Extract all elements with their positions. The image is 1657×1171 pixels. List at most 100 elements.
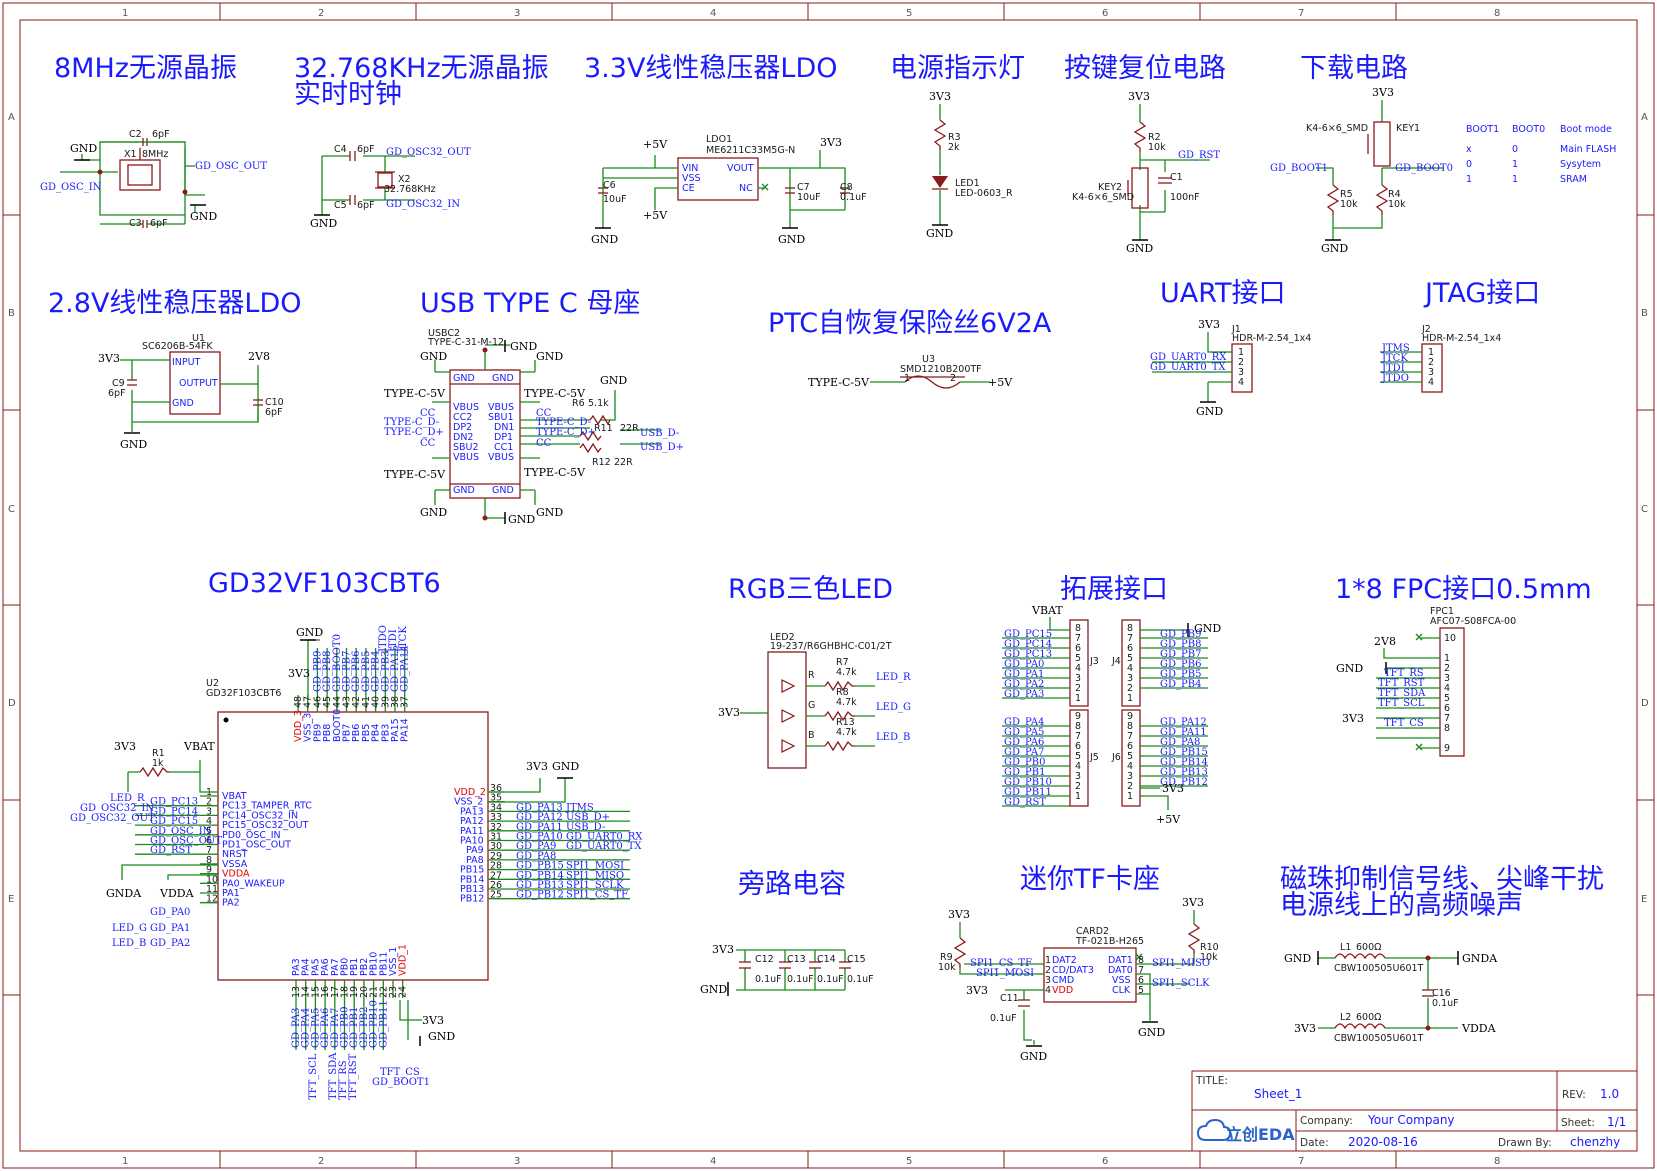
mcu-gnd-right: GND: [552, 760, 579, 773]
usbc-circuit: USBC2 TYPE-C-31-M-12 GND GND GND GND GND…: [384, 328, 684, 526]
ldo33-c7-value: 10uF: [797, 192, 821, 203]
mcu-pin-net: GD_PA7: [330, 1008, 341, 1048]
tb-sheet: 1/1: [1607, 1115, 1626, 1129]
title-reset: 按键复位电路: [1064, 53, 1226, 84]
mcu-3v3-right: 3V3: [526, 760, 548, 773]
exp-net: GD_PB8: [1160, 639, 1201, 650]
osc32-x2-value: 32.768KHz: [384, 184, 436, 195]
exp-pin-num: 7: [1127, 633, 1133, 644]
usbc-r12: R12: [592, 457, 611, 468]
rgb-r7-value: 4.7k: [836, 667, 857, 678]
usbc-l-cc2: CC2: [453, 412, 472, 423]
title-power-led: 电源指示灯: [890, 53, 1025, 84]
tf-pin-cmd: CMD: [1052, 975, 1074, 986]
col-7: 7: [1298, 8, 1304, 19]
ptc-circuit: U3 SMD1210B200TF 1 2 TYPE-C-5V +5V: [808, 354, 1013, 389]
exp-pin-num: 6: [1127, 741, 1133, 752]
fpc-3v3: 3V3: [1342, 712, 1364, 725]
usbc-l-gnd-bottom: GND: [453, 485, 475, 496]
mcu-pin-num: 7: [206, 845, 212, 856]
bead-c16-value: 0.1uF: [1432, 998, 1459, 1009]
mcu-vbat: VBAT: [183, 740, 215, 753]
mcu-pin-net: GD_PB12: [516, 890, 564, 901]
mcu-far-jtck: JTCK: [398, 626, 409, 653]
mcu-pin-name: VDD_3: [293, 710, 304, 742]
reset-c1: C1: [1170, 172, 1183, 183]
jtag-pin-1: 1: [1428, 347, 1434, 358]
exp-j4: J4: [1111, 656, 1121, 667]
reset-gnd: GND: [1126, 242, 1153, 255]
mcu-pin-name: PC14_OSC32_IN: [222, 810, 298, 821]
exp-pin-num: 7: [1075, 731, 1081, 742]
ldo33-part: ME6211C33M5G-N: [706, 145, 795, 156]
exp-pin-num: 2: [1127, 683, 1133, 694]
jtag-pin-2: 2: [1428, 357, 1434, 368]
rgb-r7: R7: [836, 657, 849, 668]
mcu-pin-net: GD_PB1: [349, 1007, 360, 1048]
ldo33-c6: C6: [603, 180, 616, 191]
exp-pin-num: 9: [1127, 711, 1133, 722]
mcu-pin-name: PA13: [460, 806, 484, 817]
tf-pin-clk: CLK: [1112, 985, 1131, 996]
mcu-pin-net: GD_PC14: [150, 806, 198, 817]
ldo28-ref: U1: [192, 333, 205, 344]
usbc-5v-2: TYPE-C-5V: [524, 387, 586, 400]
mcu-pin-num: 17: [330, 986, 341, 998]
mcu-pin-name: PB12: [460, 894, 484, 905]
exp-net: GD_PA12: [1160, 717, 1207, 728]
usbc-net-cc-right: CC: [536, 408, 552, 419]
usbc-l-dn2: DN2: [453, 432, 473, 443]
usbc-gnd-top: GND: [510, 340, 537, 353]
osc32-c5: C5: [334, 200, 347, 211]
tf-net-mosi: SPI1_MOSI: [976, 968, 1034, 979]
rgb-ch-g: G: [808, 700, 815, 711]
ldo28-c10: C10: [265, 397, 284, 408]
uart-part: HDR-M-2.54_1x4: [1232, 333, 1311, 344]
reset-r2-value: 10k: [1148, 142, 1166, 153]
mcu-pin-name: PB8: [322, 724, 333, 742]
ldo28-c9-value: 6pF: [108, 388, 126, 399]
exp-net: GD_PB5: [1160, 669, 1201, 680]
exp-net: GD_PB9: [1160, 629, 1201, 640]
mcu-pin-num: 18: [340, 986, 351, 998]
usbc-l-gnd-top: GND: [453, 373, 475, 384]
mcu-pin-num: 12: [206, 894, 218, 905]
bead-l1-value: 600Ω: [1356, 942, 1381, 953]
rgb-ref: LED2: [770, 632, 795, 643]
exp-pin-num: 4: [1127, 761, 1133, 772]
mcu-pin-num: 2: [206, 797, 212, 808]
mcu-pin-name: PB3: [380, 724, 391, 742]
mcu-pin-num: 11: [206, 884, 218, 895]
title-usbc: USB TYPE C 母座: [420, 288, 640, 319]
download-key1-value: K4-6×6_SMD: [1306, 123, 1368, 134]
pled-led1-value: LED-0603_R: [955, 188, 1013, 199]
fpc-pin-8: 8: [1444, 723, 1450, 734]
usbc-r-gnd-bottom: GND: [492, 485, 514, 496]
mcu-pin-num: 6: [206, 836, 212, 847]
col-2: 2: [318, 8, 324, 19]
exp-pin-num: 4: [1075, 663, 1081, 674]
exp-net: GD_PA2: [1004, 679, 1044, 690]
title-tf: 迷你TF卡座: [1020, 864, 1160, 895]
rgb-3v3: 3V3: [718, 706, 740, 719]
boot-header-boot0: BOOT0: [1512, 124, 1545, 135]
osc32-x2: X2: [398, 174, 411, 185]
usbc-gnd-bottom: GND: [508, 513, 535, 526]
mcu-pin-name: VSSA: [222, 859, 248, 870]
osc8m-net-out: GD_OSC_OUT: [195, 161, 267, 172]
tf-gnd-right: GND: [1138, 1026, 1165, 1039]
mcu-pin-name: PA11: [460, 826, 484, 837]
title-fpc: 1*8 FPC接口0.5mm: [1335, 574, 1592, 605]
exp-pin-num: 5: [1127, 751, 1133, 762]
exp-net: GD_PB1: [1004, 767, 1045, 778]
exp-net: GD_PB7: [1160, 649, 1201, 660]
exp-net: GD_PA3: [1004, 689, 1044, 700]
title-bead-1: 磁珠抑制信号线、尖峰干扰: [1280, 864, 1604, 895]
exp-pin-num: 9: [1075, 711, 1081, 722]
uart-net-tx: GD_UART0_TX: [1150, 362, 1226, 373]
download-gnd: GND: [1321, 242, 1348, 255]
mcu-r1: R1: [152, 748, 165, 759]
download-boot0: GD_BOOT0: [1395, 163, 1453, 174]
rgb-part: 19-237/R6GHBHC-C01/2T: [770, 641, 892, 652]
exp-net: GD_PA5: [1004, 727, 1044, 738]
